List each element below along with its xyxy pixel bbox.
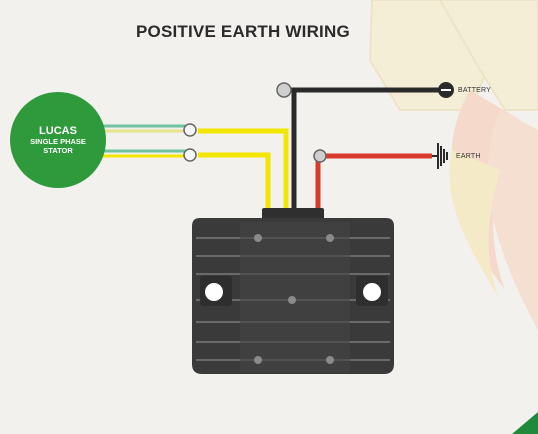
regulator-input-wires [198, 128, 289, 210]
yellow-wire-1 [198, 128, 289, 210]
mounting-hole-icon [200, 276, 232, 306]
diagram-title: POSITIVE EARTH WIRING [136, 22, 350, 41]
earth-label: EARTH [456, 153, 481, 160]
mounting-hole-icon [356, 276, 388, 306]
connector-icon [183, 123, 197, 137]
stator-wires [100, 124, 190, 158]
connector-icon [183, 148, 197, 162]
connectors [183, 82, 327, 163]
corner-accent [512, 412, 538, 434]
connector-icon [313, 149, 327, 163]
connector-icon [276, 82, 292, 98]
battery-label: BATTERY [458, 87, 492, 94]
earth-wire [315, 153, 432, 210]
regulator-rectifier [192, 208, 394, 374]
earth-ground-icon [432, 143, 448, 169]
stator-label-brand: LUCAS [39, 125, 77, 137]
background-decoration [368, 0, 538, 330]
stator-label-type: SINGLE PHASE [30, 137, 86, 146]
lucas-stator: LUCAS SINGLE PHASE STATOR [10, 92, 106, 188]
stator-label-name: STATOR [43, 146, 73, 155]
yellow-wire-2 [198, 152, 271, 210]
battery-terminal-icon [438, 82, 454, 98]
